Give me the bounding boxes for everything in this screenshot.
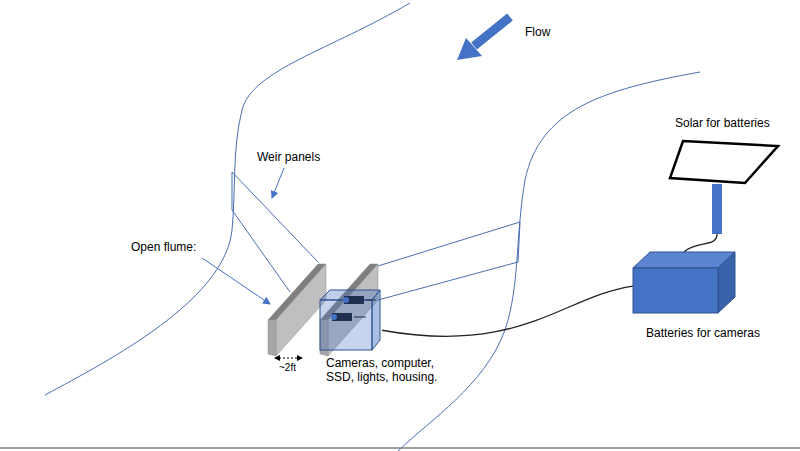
- left-bank: [45, 3, 410, 395]
- camera-housing: Cameras, computer, SSD, lights, housing.: [318, 288, 382, 352]
- battery-box: Batteries for cameras: [633, 252, 735, 314]
- node-label: Batteries for cameras: [645, 326, 761, 340]
- dimension-label: ~2ft: [278, 362, 297, 374]
- camera-housing-shape: [318, 288, 382, 352]
- flume-label: Open flume:: [130, 240, 197, 254]
- cable: [684, 234, 717, 252]
- dimension-arrow: [275, 358, 302, 359]
- flow-arrow: [474, 17, 510, 46]
- solar-panel: Solar for batteries: [668, 138, 782, 234]
- leader-line: [272, 168, 284, 198]
- solar-panel-shape: [668, 138, 782, 234]
- node-label: Solar for batteries: [674, 116, 771, 130]
- leader-line: [202, 258, 270, 304]
- weir-label: Weir panels: [256, 150, 321, 164]
- cable: [382, 286, 633, 336]
- flow-label: Flow: [524, 25, 551, 39]
- flow-arrow-head: [457, 38, 482, 60]
- battery-box-shape: [633, 252, 735, 314]
- node-label: Cameras, computer, SSD, lights, housing.: [325, 356, 445, 384]
- ground-line: [0, 447, 800, 449]
- flume-wall: [268, 264, 378, 356]
